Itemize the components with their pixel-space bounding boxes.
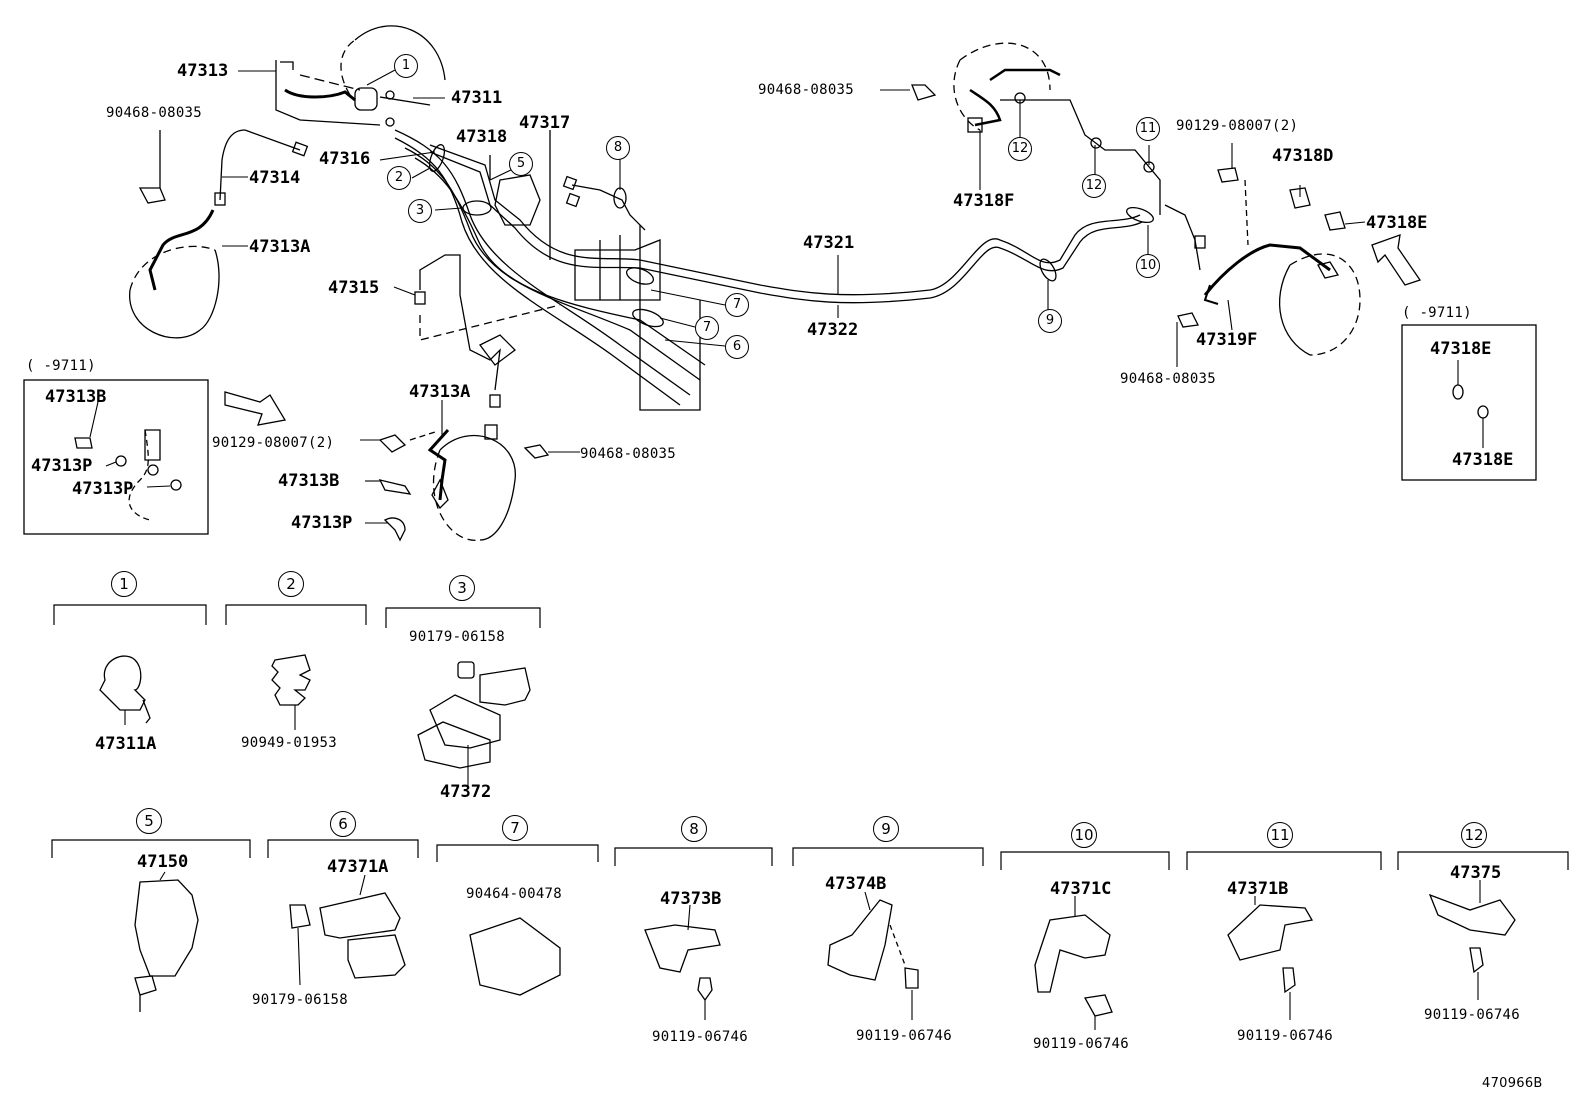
part-label-90468-08035-b: 90468-08035 [580,446,677,462]
detail-10-part-47371c: 47371C [1050,879,1112,899]
detail-2-number: 2 [278,571,304,597]
part-label-90468-08035-c: 90468-08035 [758,82,855,98]
detail-brackets [51,604,1569,870]
callout-12a: 12 [1008,137,1032,161]
detail-9-number: 9 [873,816,899,842]
detail-7-part-90464-00478: 90464-00478 [466,886,563,902]
inset-right-label-47318e-2: 47318E [1452,450,1514,470]
inset-left-label-47313b: 47313B [45,387,107,407]
callout-2: 2 [387,166,411,190]
detail-8-part-90119-06746: 90119-06746 [652,1029,749,1045]
part-label-47319f: 47319F [1196,330,1258,350]
part-label-47314: 47314 [249,168,301,188]
detail-10-number: 10 [1071,822,1097,848]
front-left-brake-drawing [129,25,446,339]
part-label-90468-08035-d: 90468-08035 [1120,371,1217,387]
part-label-47318f: 47318F [953,191,1015,211]
right-upper-brake-drawing [911,42,1161,282]
detail-9-part-47374b: 47374B [825,874,887,894]
detail-5-part-47150: 47150 [137,852,189,872]
part-label-47321: 47321 [803,233,855,253]
part-label-90129-08007-a: 90129-08007(2) [212,435,335,451]
inset-left-label-47313p-2: 47313P [72,479,134,499]
part-label-47313p: 47313P [291,513,353,533]
pipe-bundle [394,129,1143,411]
right-lower-brake-drawing [1164,167,1422,356]
detail-1-part-47311a: 47311A [95,734,157,754]
detail-3-part-90179-06158: 90179-06158 [409,629,506,645]
callout-10: 10 [1136,254,1160,278]
detail-6-number: 6 [330,811,356,837]
detail-2-part-90949-01953: 90949-01953 [241,735,338,751]
part-label-47313b: 47313B [278,471,340,491]
leader-lines [89,69,1484,1030]
detail-5-number: 5 [136,808,162,834]
detail-10-part-90119-06746: 90119-06746 [1033,1036,1130,1052]
detail-11-part-47371b: 47371B [1227,879,1289,899]
inset-right-range: ( -9711) [1402,305,1472,321]
part-label-47318e: 47318E [1366,213,1428,233]
part-label-47316: 47316 [319,149,371,169]
detail-parts-sketches [99,654,1516,1017]
callout-1: 1 [394,54,418,78]
part-label-90129-08007-b: 90129-08007(2) [1176,118,1299,134]
detail-6-part-90179-06158: 90179-06158 [252,992,349,1008]
rear-left-brake-drawing [378,424,550,542]
callout-3: 3 [408,199,432,223]
detail-12-part-90119-06746: 90119-06746 [1424,1007,1521,1023]
part-label-47318: 47318 [456,127,508,147]
inset-left-drawing [23,379,209,535]
detail-8-part-47373b: 47373B [660,889,722,909]
detail-6-part-47371a: 47371A [327,857,389,877]
part-label-47313: 47313 [177,61,229,81]
inset-left-label-47313p-1: 47313P [31,456,93,476]
callout-7b: 7 [695,316,719,340]
pointer-arrow-left [224,391,287,426]
detail-9-part-90119-06746: 90119-06746 [856,1028,953,1044]
callout-7a: 7 [725,293,749,317]
part-label-90468-08035-a: 90468-08035 [106,105,203,121]
callout-6: 6 [725,335,749,359]
part-label-47313a-mid: 47313A [409,382,471,402]
part-label-47322: 47322 [807,320,859,340]
inset-right-label-47318e-1: 47318E [1430,339,1492,359]
detail-11-part-90119-06746: 90119-06746 [1237,1028,1334,1044]
detail-11-number: 11 [1267,822,1293,848]
detail-12-part-47375: 47375 [1450,863,1502,883]
detail-1-number: 1 [111,571,137,597]
detail-7-number: 7 [502,815,528,841]
callout-11: 11 [1136,117,1160,141]
detail-3-part-47372: 47372 [440,782,492,802]
part-label-47317: 47317 [519,113,571,133]
detail-8-number: 8 [681,816,707,842]
inset-left-range: ( -9711) [26,358,96,374]
part-label-47311: 47311 [451,88,503,108]
callout-9: 9 [1038,309,1062,333]
part-label-47313a-top: 47313A [249,237,311,257]
detail-3-number: 3 [449,575,475,601]
callout-12b: 12 [1082,174,1106,198]
callout-5: 5 [509,152,533,176]
part-label-47318d: 47318D [1272,146,1334,166]
part-label-47315: 47315 [328,278,380,298]
detail-12-number: 12 [1461,822,1487,848]
illustration-id-code: 470966B [1482,1076,1543,1091]
callout-8: 8 [606,136,630,160]
